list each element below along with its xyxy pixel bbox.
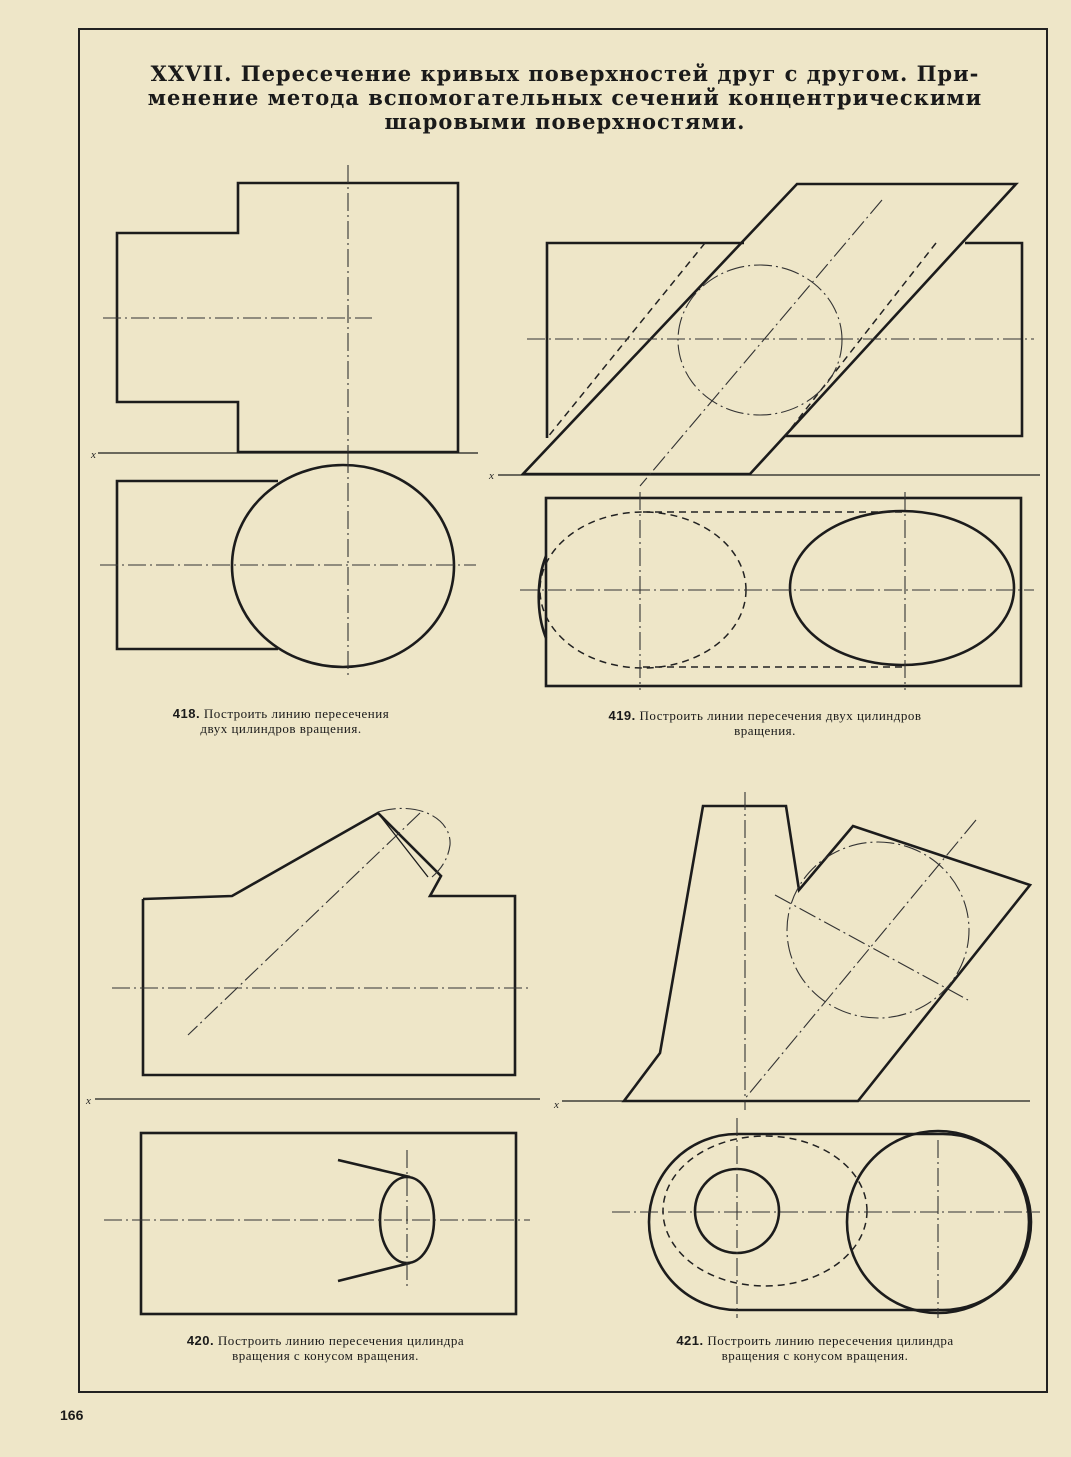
caption-418-line-1: Построить линию пересечения (203, 706, 390, 721)
caption-419-line-2: вращения. (734, 723, 796, 738)
axis-label-x-420: x (85, 1095, 91, 1107)
title-line-1: XXVII. Пересечение кривых поверхностей д… (150, 61, 980, 86)
caption-420-line-2: вращения с конусом вращения. (232, 1348, 419, 1363)
axis-label-x-419: x (488, 470, 494, 482)
caption-419: 419. Построить линии пересечения двух ци… (520, 708, 1010, 738)
drawing-420: x (85, 807, 540, 1316)
caption-419-line-1: Построить линии пересечения двух цилиндр… (639, 708, 922, 723)
drawing-421: x (553, 792, 1040, 1318)
problem-number-421: 421. (676, 1333, 704, 1348)
axis-label-x: x (90, 449, 96, 461)
title-line-3: шаровыми поверхностями. (384, 109, 746, 134)
page-frame (78, 28, 1048, 1393)
caption-418: 418. Построить линию пересечения двух ци… (116, 706, 446, 736)
problem-number-419: 419. (608, 708, 636, 723)
drawing-419: x (488, 182, 1040, 690)
caption-421-line-2: вращения с конусом вращения. (721, 1348, 909, 1363)
caption-420: 420. Построить линию пересечения цилиндр… (108, 1333, 543, 1363)
drawing-418: x (90, 165, 478, 676)
title-line-2: менение метода вспомогательных сечений к… (147, 85, 983, 110)
caption-420-line-1: Построить линию пересечения цилиндра (217, 1333, 465, 1348)
axis-label-x-421: x (553, 1099, 559, 1111)
page-number: 166 (60, 1407, 84, 1423)
caption-418-line-2: двух цилиндров вращения. (200, 721, 362, 736)
problem-number-418: 418. (172, 706, 201, 721)
problem-number-420: 420. (186, 1333, 215, 1348)
caption-421: 421. Построить линию пересечения цилиндр… (590, 1333, 1040, 1363)
caption-421-line-1: Построить линию пересечения цилиндра (707, 1333, 954, 1348)
section-title: XXVII. Пересечение кривых поверхностей д… (110, 62, 1020, 134)
